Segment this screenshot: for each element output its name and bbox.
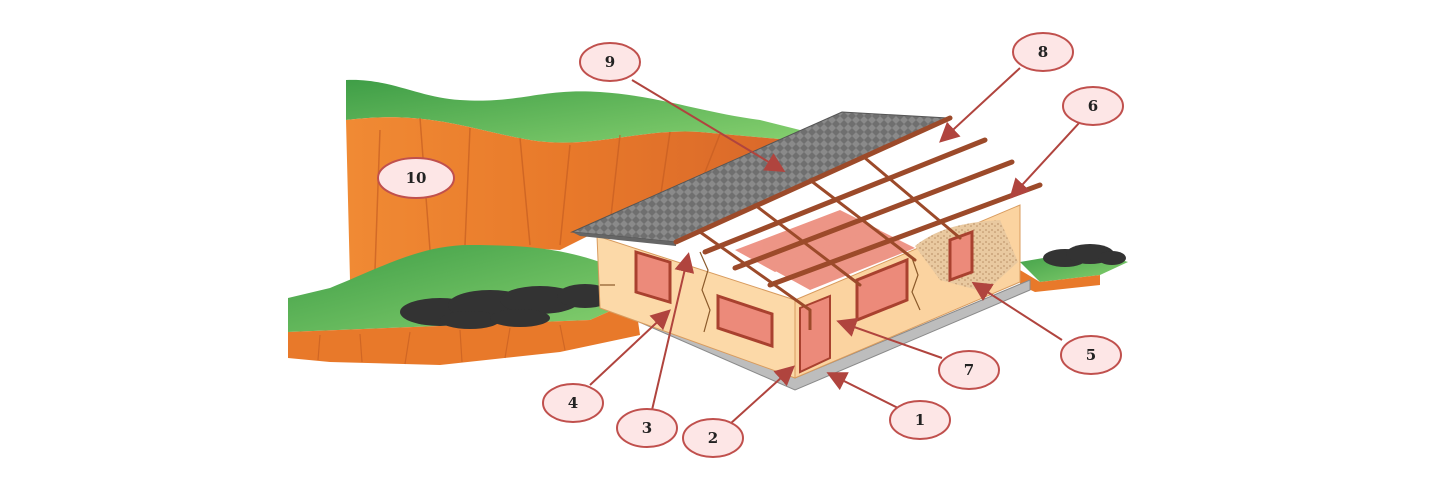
leader-5 (971, 281, 1063, 341)
callout-3-label: 3 (642, 419, 652, 437)
leader-4 (589, 309, 671, 386)
upper-hill-green (346, 79, 800, 143)
callout-3[interactable]: 3 (616, 408, 678, 448)
cliff-face (346, 117, 790, 281)
shrub-right (1043, 244, 1126, 267)
lower-terrace-earth (288, 300, 640, 365)
wall-cracks (600, 251, 921, 333)
callout-1[interactable]: 1 (889, 400, 951, 440)
side-window (634, 250, 672, 305)
leader-9 (631, 79, 786, 173)
callout-10[interactable]: 10 (377, 157, 455, 199)
leader-8 (939, 67, 1021, 143)
leader-lines (589, 67, 1081, 425)
callout-8-label: 8 (1038, 43, 1048, 61)
leader-1 (826, 372, 903, 411)
callout-5-label: 5 (1086, 346, 1096, 364)
roof-eave (572, 232, 676, 246)
callout-7[interactable]: 7 (938, 350, 1000, 390)
leader-3 (651, 252, 695, 411)
shrubs (400, 244, 1126, 329)
callout-6-label: 6 (1088, 97, 1098, 115)
callout-2[interactable]: 2 (682, 418, 744, 458)
front-window-1 (716, 293, 774, 349)
callout-8[interactable]: 8 (1012, 32, 1074, 72)
pergola-beams (673, 115, 1043, 288)
door (799, 294, 831, 374)
callout-1-label: 1 (915, 411, 925, 429)
callout-9-label: 9 (605, 53, 615, 71)
callout-4[interactable]: 4 (542, 383, 604, 423)
callout-7-label: 7 (964, 361, 974, 379)
front-window-2 (855, 257, 909, 323)
shrub-left (400, 284, 613, 329)
callout-2-label: 2 (708, 429, 718, 447)
callout-6[interactable]: 6 (1062, 86, 1124, 126)
front-window-3 (948, 229, 974, 283)
callouts: 1 2 3 4 5 6 7 8 (377, 32, 1124, 458)
callout-9[interactable]: 9 (579, 42, 641, 82)
callout-4-label: 4 (568, 394, 578, 412)
leader-7 (836, 317, 943, 359)
leader-2 (729, 365, 795, 425)
callout-10-label: 10 (406, 169, 427, 187)
leader-6 (1009, 121, 1081, 199)
pergola-rafters (698, 156, 962, 312)
callout-5[interactable]: 5 (1060, 335, 1122, 375)
